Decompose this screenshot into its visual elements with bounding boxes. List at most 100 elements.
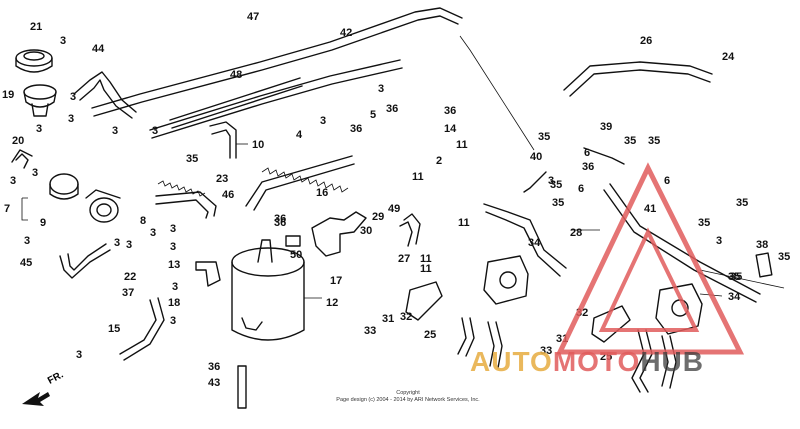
callout: 14 bbox=[444, 123, 457, 135]
callout: 3 bbox=[170, 223, 176, 235]
filler-cap-21 bbox=[15, 49, 53, 73]
hose-38 bbox=[755, 252, 773, 278]
callout: 35 bbox=[736, 197, 748, 209]
callout: 36 bbox=[386, 103, 398, 115]
callout: 11 bbox=[412, 171, 424, 183]
hose-28 bbox=[483, 203, 567, 277]
callout: 3 bbox=[70, 91, 76, 103]
hoses-lower-left bbox=[457, 317, 503, 369]
callout: 3 bbox=[378, 83, 384, 95]
callout: 35 bbox=[624, 135, 636, 147]
callout: 11 bbox=[458, 217, 470, 229]
front-arrow-icon bbox=[22, 392, 50, 406]
callout: 25 bbox=[424, 329, 436, 341]
callout: 30 bbox=[360, 225, 372, 237]
callout: 35 bbox=[186, 153, 198, 165]
callout: 3 bbox=[152, 125, 158, 137]
hose-10 bbox=[209, 121, 237, 159]
hose-16 bbox=[245, 155, 355, 211]
callout: 3 bbox=[126, 239, 132, 251]
callout: 3 bbox=[170, 315, 176, 327]
callout: 36 bbox=[208, 361, 220, 373]
hose-48 bbox=[169, 77, 303, 129]
callout: 11 bbox=[420, 253, 432, 265]
callout: 2 bbox=[436, 155, 442, 167]
copyright-title: Copyright bbox=[396, 390, 420, 396]
callout: 32 bbox=[400, 311, 412, 323]
hose-41 bbox=[603, 183, 761, 303]
bolt-43 bbox=[237, 365, 247, 409]
bracket-17 bbox=[311, 211, 367, 257]
callout: 34 bbox=[528, 237, 541, 249]
watermark-part-hub: HUB bbox=[640, 346, 704, 377]
hose-45 bbox=[59, 243, 111, 279]
callout: 40 bbox=[530, 151, 542, 163]
callout: 3 bbox=[60, 35, 66, 47]
callout: 20 bbox=[12, 135, 24, 147]
valve-assembly-7 bbox=[49, 173, 121, 223]
callout: 3 bbox=[10, 175, 16, 187]
bracket-25-left bbox=[405, 281, 443, 321]
fitting-50 bbox=[285, 235, 301, 247]
copyright-notice: Copyright Page design (c) 2004 - 2014 by… bbox=[318, 390, 498, 404]
watermark-triangle-logo bbox=[556, 162, 745, 355]
callout: 35 bbox=[552, 197, 564, 209]
callout: 36 bbox=[274, 213, 286, 225]
callout: 8 bbox=[140, 215, 146, 227]
callout: 35 bbox=[778, 251, 790, 263]
callout: 5 bbox=[370, 109, 376, 121]
hose-44 bbox=[73, 71, 137, 119]
callout: 3 bbox=[170, 241, 176, 253]
callout: 3 bbox=[68, 113, 74, 125]
hose-20 bbox=[15, 153, 29, 169]
callout: 36 bbox=[350, 123, 362, 135]
callout: 43 bbox=[208, 377, 220, 389]
callout: 21 bbox=[30, 21, 42, 33]
callout: 50 bbox=[290, 249, 302, 261]
callout: 3 bbox=[24, 235, 30, 247]
callout: 3 bbox=[32, 167, 38, 179]
callout: 3 bbox=[716, 235, 722, 247]
callout: 46 bbox=[222, 189, 234, 201]
hose-27 bbox=[399, 213, 421, 247]
callout: 35 bbox=[698, 217, 710, 229]
callout: 4 bbox=[296, 129, 303, 141]
callout-labels: 21 3 44 47 42 26 24 19 3 48 3 3 3 3 36 3… bbox=[2, 11, 790, 389]
callout: 3 bbox=[172, 281, 178, 293]
callout: 3 bbox=[112, 125, 118, 137]
callout: 3 bbox=[150, 227, 156, 239]
callout: 13 bbox=[168, 259, 180, 271]
callout: 18 bbox=[168, 297, 180, 309]
callout: 9 bbox=[40, 217, 46, 229]
bracket-13 bbox=[195, 261, 221, 287]
spring-23 bbox=[157, 180, 206, 197]
callout: 35 bbox=[728, 271, 740, 283]
hose-46 bbox=[155, 191, 217, 219]
callout: 33 bbox=[364, 325, 376, 337]
callout: 6 bbox=[578, 183, 584, 195]
callout: 22 bbox=[124, 271, 136, 283]
callout: 24 bbox=[722, 51, 735, 63]
callout: 11 bbox=[456, 139, 468, 151]
hose-39 bbox=[583, 147, 625, 165]
hose-40 bbox=[523, 171, 547, 193]
callout: 35 bbox=[730, 271, 742, 283]
callout: 44 bbox=[92, 43, 105, 55]
callout: 11 bbox=[420, 263, 432, 275]
callout: 29 bbox=[372, 211, 384, 223]
filler-neck-19 bbox=[23, 84, 57, 117]
callout: 37 bbox=[122, 287, 134, 299]
canister-12 bbox=[231, 239, 305, 341]
fuel-pump-left bbox=[483, 255, 529, 305]
leader-7 bbox=[21, 197, 28, 221]
callout: 23 bbox=[216, 173, 228, 185]
callout: 39 bbox=[600, 121, 612, 133]
callout: 42 bbox=[340, 27, 352, 39]
callout: 38 bbox=[756, 239, 768, 251]
callout: 3 bbox=[320, 115, 326, 127]
callout: 3 bbox=[548, 175, 554, 187]
hose-26 bbox=[563, 61, 713, 97]
leader-long bbox=[459, 35, 535, 151]
